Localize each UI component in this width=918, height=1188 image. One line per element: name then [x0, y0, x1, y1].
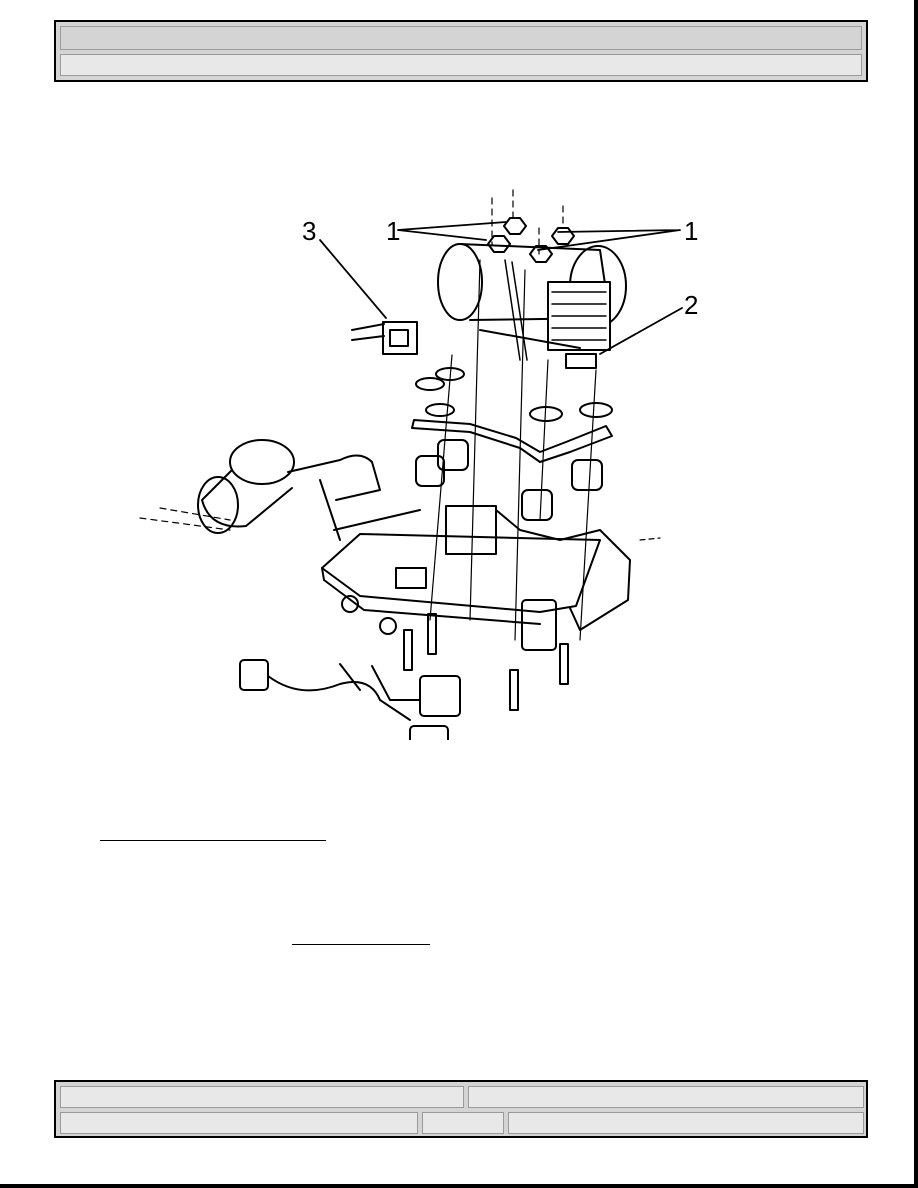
document-header [54, 20, 868, 82]
hyperlink-underline[interactable] [100, 840, 326, 841]
callout-3: 3 [302, 216, 316, 246]
footer-cell [422, 1112, 504, 1134]
header-subtitle [60, 54, 862, 76]
callout-2: 2 [684, 290, 698, 320]
document-footer [54, 1080, 868, 1138]
footer-cell [468, 1086, 864, 1108]
callout-1-left: 1 [386, 216, 400, 246]
callout-1-right: 1 [684, 216, 698, 246]
header-title [60, 26, 862, 50]
footer-cell [508, 1112, 864, 1134]
footer-cell [60, 1086, 464, 1108]
exploded-view-illustration: 1 1 2 3 [139, 189, 698, 740]
hyperlink-underline[interactable] [292, 944, 430, 945]
footer-cell [60, 1112, 418, 1134]
